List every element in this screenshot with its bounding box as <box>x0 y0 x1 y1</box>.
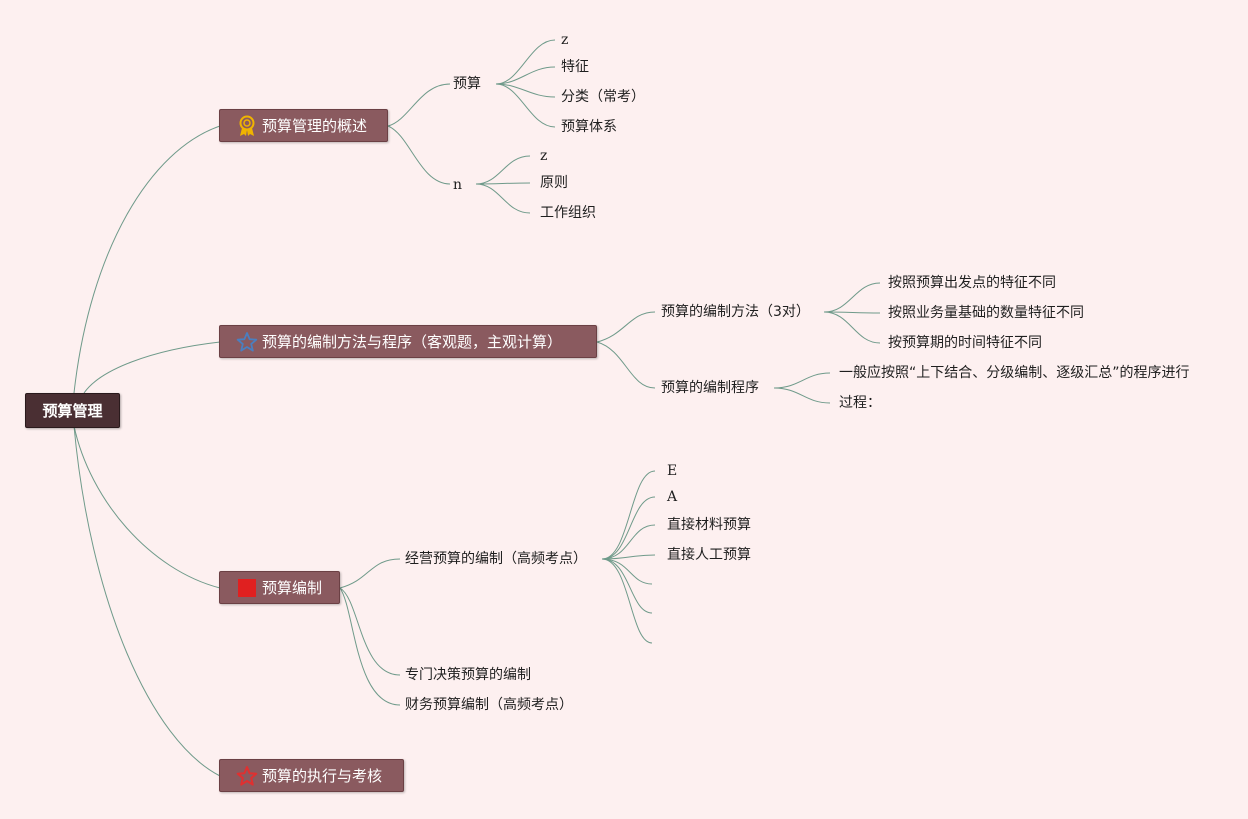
link-b1-c1 <box>387 83 451 127</box>
branch-label: 预算管理的概述 <box>262 117 368 135</box>
leaf-item[interactable]: 原则 <box>540 175 568 191</box>
leaf-item[interactable]: E <box>667 463 678 479</box>
leaf-item[interactable]: 预算体系 <box>561 119 617 135</box>
link-b2-c1 <box>596 311 656 343</box>
leaf-item[interactable]: 工作组织 <box>540 205 596 221</box>
topic-budget[interactable]: 预算 <box>453 76 481 92</box>
root-label: 预算管理 <box>42 402 103 420</box>
leaf-item[interactable]: 一般应按照“上下结合、分级编制、逐级汇总”的程序进行 <box>839 365 1190 381</box>
leaf-item[interactable]: 直接人工预算 <box>667 547 751 563</box>
link-root-b3 <box>73 425 221 589</box>
leaf-item[interactable]: 按预算期的时间特征不同 <box>888 335 1042 351</box>
leaf-item[interactable]: 直接材料预算 <box>667 517 751 533</box>
leaf-item[interactable]: 按照业务量基础的数量特征不同 <box>888 305 1084 321</box>
star-outline-icon <box>236 331 258 353</box>
topic-method[interactable]: 预算的编制方法（3对） <box>661 304 810 320</box>
link-root-b2 <box>83 341 221 394</box>
branch-node-execution[interactable]: 预算的执行与考核 <box>219 759 404 792</box>
branch-node-methods[interactable]: 预算的编制方法与程序（客观题，主观计算） <box>219 325 597 358</box>
leaf-item[interactable]: 过程： <box>839 395 881 411</box>
link-b3-c1 <box>339 558 401 589</box>
leaf-item[interactable]: 特征 <box>561 59 589 75</box>
red-star-icon <box>236 765 258 787</box>
link-b3-c2 <box>339 587 401 676</box>
branch-label: 预算的编制方法与程序（客观题，主观计算） <box>262 333 563 351</box>
link-root-b4 <box>73 425 221 777</box>
link-b3-c3 <box>339 587 401 706</box>
topic-special-decision[interactable]: 专门决策预算的编制 <box>405 667 531 683</box>
branch-node-compilation[interactable]: 预算编制 <box>219 571 340 604</box>
award-ribbon-icon <box>236 115 258 137</box>
topic-financial-budget[interactable]: 财务预算编制（高频考点） <box>405 697 573 713</box>
branch-label: 预算的执行与考核 <box>262 767 383 785</box>
leaf-item[interactable]: 分类（常考） <box>561 89 645 105</box>
branch-node-overview[interactable]: 预算管理的概述 <box>219 109 388 142</box>
link-b1-c2 <box>387 125 451 185</box>
leaf-item[interactable]: A <box>667 489 678 505</box>
topic-operating-budget[interactable]: 经营预算的编制（高频考点） <box>405 551 587 567</box>
branch-label: 预算编制 <box>262 579 323 597</box>
leaf-item[interactable]: z <box>561 32 569 48</box>
leaf-item[interactable]: z <box>540 148 548 164</box>
leaf-item[interactable]: 按照预算出发点的特征不同 <box>888 275 1056 291</box>
topic-procedure[interactable]: 预算的编制程序 <box>661 380 759 396</box>
link-b2-c2 <box>596 341 656 389</box>
link-root-b1 <box>73 125 221 394</box>
root-node[interactable]: 预算管理 <box>25 393 120 428</box>
red-square-flag-icon <box>236 577 258 599</box>
topic-n[interactable]: n <box>453 177 463 193</box>
